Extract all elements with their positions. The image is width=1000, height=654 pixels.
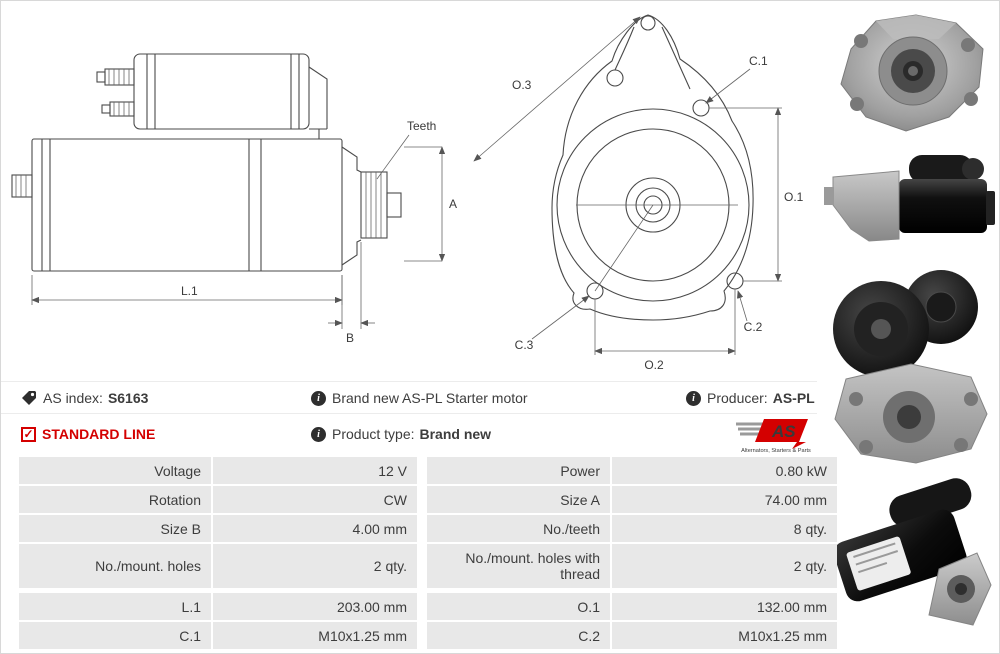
as-index-value: S6163 xyxy=(107,390,149,406)
info-icon: i xyxy=(311,390,326,406)
spec-label-cell: C.1 xyxy=(19,622,211,649)
logo-tagline: Alternators, Starters & Parts xyxy=(741,448,811,454)
product-type-label: Product type: xyxy=(332,426,415,442)
logo-triangle-icon xyxy=(792,442,806,449)
spec-value-cell: M10x1.25 mm xyxy=(213,622,417,649)
dim-c1-label: C.1 xyxy=(749,54,768,68)
dim-c3-label: C.3 xyxy=(515,338,534,352)
producer: i Producer:AS-PL xyxy=(686,382,815,414)
spec-value-cell: 4.00 mm xyxy=(213,515,417,542)
info-icon: i xyxy=(686,390,701,406)
product-photo-black-angled xyxy=(821,473,999,649)
spec-value-cell: 74.00 mm xyxy=(612,486,837,513)
technical-drawings: Teeth A L.1 B xyxy=(1,1,817,379)
spec-value-cell: 203.00 mm xyxy=(213,593,417,620)
standard-line-badge: ✓ STANDARD LINE xyxy=(21,414,155,454)
standard-line-label: STANDARD LINE xyxy=(42,426,156,442)
dim-a-label: A xyxy=(449,197,457,211)
dim-l1-label: L.1 xyxy=(181,284,198,298)
producer-value: AS-PL xyxy=(772,390,815,406)
product-photo-side xyxy=(821,143,999,255)
product-photo-rear-flange xyxy=(821,259,999,467)
spec-value-cell: 132.00 mm xyxy=(612,593,837,620)
spec-label-cell: Size A xyxy=(427,486,610,513)
info-row-1: AS index:S6163 i Brand new AS-PL Starter… xyxy=(1,381,817,414)
spec-value-cell: 12 V xyxy=(213,457,417,484)
product-photos xyxy=(821,1,999,653)
spec-value-cell: 0.80 kW xyxy=(612,457,837,484)
spec-row: No./mount. holes 2 qty. No./mount. holes… xyxy=(19,544,837,588)
spec-value-cell: 2 qty. xyxy=(612,544,837,588)
product-description: i Brand new AS-PL Starter motor xyxy=(311,382,528,414)
product-type: i Product type:Brand new xyxy=(311,414,491,454)
product-type-value: Brand new xyxy=(419,426,492,442)
dim-o3-label: O.3 xyxy=(512,78,532,92)
as-index: AS index:S6163 xyxy=(21,382,148,414)
spec-label-cell: Rotation xyxy=(19,486,211,513)
spec-label-cell: L.1 xyxy=(19,593,211,620)
spec-table: Voltage 12 V Power 0.80 kW Rotation CW S… xyxy=(19,457,837,649)
tag-icon xyxy=(22,391,36,405)
spec-label-cell: Voltage xyxy=(19,457,211,484)
teeth-label: Teeth xyxy=(407,119,436,133)
spec-value-cell: CW xyxy=(213,486,417,513)
spec-label-cell: No./mount. holes with thread xyxy=(427,544,610,588)
spec-value-cell: M10x1.25 mm xyxy=(612,622,837,649)
dim-b-label: B xyxy=(346,331,354,345)
side-view-drawing: Teeth A L.1 B xyxy=(11,53,457,345)
spec-row: Rotation CW Size A 74.00 mm xyxy=(19,486,837,513)
front-view-drawing: O.3 C.1 O.1 O.2 C.3 C.2 xyxy=(473,14,804,372)
spec-value-cell: 8 qty. xyxy=(612,515,837,542)
check-icon: ✓ xyxy=(21,426,36,442)
spec-label-cell: O.1 xyxy=(427,593,610,620)
spec-label-cell: Size B xyxy=(19,515,211,542)
info-row-2: ✓ STANDARD LINE i Product type:Brand new… xyxy=(1,413,817,454)
producer-label: Producer: xyxy=(707,390,768,406)
spec-label-cell: No./mount. holes xyxy=(19,544,211,588)
dim-c2-label: C.2 xyxy=(744,320,763,334)
aspl-logo: AS Alternators, Starters & Parts xyxy=(734,416,816,454)
spec-row: L.1 203.00 mm O.1 132.00 mm xyxy=(19,593,837,620)
dim-o2-label: O.2 xyxy=(644,358,664,372)
product-description-text: Brand new AS-PL Starter motor xyxy=(332,390,528,406)
spec-label-cell: No./teeth xyxy=(427,515,610,542)
logo-text: AS xyxy=(771,422,796,441)
spec-label-cell: Power xyxy=(427,457,610,484)
info-icon: i xyxy=(311,426,326,442)
logo-banner-icon xyxy=(755,419,808,442)
product-photo-front-angled xyxy=(821,9,999,141)
spec-row: Size B 4.00 mm No./teeth 8 qty. xyxy=(19,515,837,542)
dim-o1-label: O.1 xyxy=(784,190,804,204)
spec-label-cell: C.2 xyxy=(427,622,610,649)
as-index-label: AS index: xyxy=(43,390,103,406)
spec-row: Voltage 12 V Power 0.80 kW xyxy=(19,457,837,484)
product-info: AS index:S6163 i Brand new AS-PL Starter… xyxy=(1,381,817,454)
spec-row: C.1 M10x1.25 mm C.2 M10x1.25 mm xyxy=(19,622,837,649)
spec-value-cell: 2 qty. xyxy=(213,544,417,588)
